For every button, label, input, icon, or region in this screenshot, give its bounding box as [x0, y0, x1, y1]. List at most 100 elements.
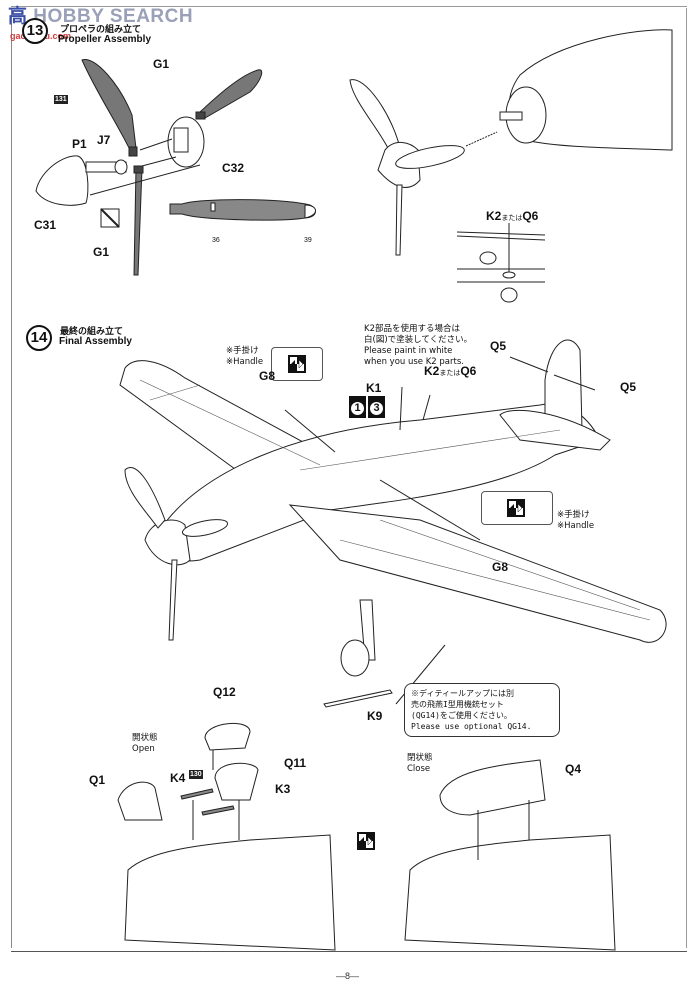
- paint-code-130: 130: [189, 770, 203, 779]
- k2-note-en-line1: Please paint in white: [364, 346, 453, 356]
- horizontal-stabilizer: [499, 409, 611, 451]
- part-label-g1-bottom: G1: [93, 245, 110, 259]
- part-label-q12: Q12: [213, 685, 236, 699]
- open-jp: 開状態: [132, 733, 158, 743]
- propeller-installed-drawing: [349, 79, 498, 256]
- part-label-q5-top: Q5: [490, 339, 507, 353]
- part-label-k4: K4: [170, 771, 186, 785]
- handle-note-right: ※手掛け ※Handle: [557, 510, 594, 532]
- page-number: —8—: [336, 971, 360, 981]
- handle-note-en: ※Handle: [226, 357, 264, 367]
- close-jp: 閉状態: [407, 753, 433, 763]
- watermark-cjk: 高: [8, 5, 28, 27]
- page-frame-top: [11, 6, 687, 7]
- open-en: Open: [132, 744, 155, 754]
- step-13-title-jp: プロペラの組み立て: [60, 25, 142, 35]
- propeller-blade-upper-left: [81, 59, 138, 157]
- panel-detail-drawing: [456, 223, 546, 303]
- part-label-j7: J7: [97, 133, 111, 147]
- propeller-blade-upper-right: [195, 69, 263, 120]
- paint-diagram-blade: [169, 199, 316, 221]
- part-label-k1: K1: [366, 381, 382, 395]
- page-frame-right: [686, 8, 687, 948]
- canopy-arrows: [192, 750, 530, 860]
- paint-code-36: 36: [212, 237, 220, 244]
- state-open-label: 開状態 Open: [132, 733, 158, 755]
- handle-note-jp: ※手掛け: [226, 346, 259, 356]
- prop-blade-top: [124, 467, 166, 529]
- paint-code-1: 1: [351, 402, 364, 415]
- reverse-arrows-icon-right: [507, 499, 525, 517]
- or-jp-label: または: [501, 215, 523, 222]
- part-label-k3: K3: [275, 782, 291, 796]
- alternate-option-icon: [357, 832, 375, 850]
- step-13-number: 13: [22, 18, 48, 44]
- close-en: Close: [407, 764, 431, 774]
- handle-note-jp-right: ※手掛け: [557, 510, 590, 520]
- optional-note-line3: (QG14)をご使用ください。: [411, 711, 512, 720]
- part-label-q1: Q1: [89, 773, 106, 787]
- spinner: [144, 519, 191, 566]
- prop-blade-bottom: [168, 559, 178, 641]
- k2-note-en-line2: when you use K2 parts.: [364, 357, 464, 367]
- part-label-c31: C31: [34, 218, 57, 232]
- q6-label-main: Q6: [460, 364, 477, 378]
- page-frame-bottom: [11, 951, 687, 952]
- fuselage-nose-drawing: [499, 29, 673, 151]
- handle-callout-right: [481, 491, 553, 525]
- no-glue-symbol: [100, 208, 120, 228]
- page-frame-left: [11, 8, 12, 948]
- step-13-title-en: Propeller Assembly: [58, 34, 152, 45]
- part-label-k2-or-q6: K2またはQ6: [424, 364, 476, 378]
- part-label-k9: K9: [367, 709, 383, 723]
- part-label-p1: P1: [72, 137, 87, 151]
- q6-label: Q6: [522, 209, 539, 223]
- part-label-g1-top: G1: [153, 57, 170, 71]
- tail-fin: [544, 339, 583, 441]
- part-label-q5-right: Q5: [620, 380, 637, 394]
- part-label-k2-or-q6-detail: K2またはQ6: [486, 209, 538, 223]
- k9-gun-barrel: [323, 689, 393, 708]
- propeller-blade-lower: [133, 165, 144, 276]
- k2-label-main: K2: [424, 364, 440, 378]
- watermark-brand: HOBBY SEARCH: [33, 6, 194, 27]
- step-14-number: 14: [26, 325, 52, 351]
- paint-code-131: 131: [54, 95, 68, 104]
- part-label-g8-right: G8: [492, 560, 509, 574]
- assembly-arrows: [89, 138, 201, 196]
- handle-note-en-right: ※Handle: [557, 521, 595, 531]
- wing-panel-lines: [139, 379, 651, 621]
- handle-note-left: ※手掛け ※Handle: [226, 346, 263, 368]
- k2-note-jp-line1: K2部品を使用する場合は: [364, 324, 460, 334]
- k2-note-jp-line2: 白(図)で塗装してください。: [364, 335, 473, 345]
- spinner-c31: [35, 155, 128, 206]
- cockpit-open-drawing: [117, 722, 336, 951]
- paint-code-tile-1: 1: [349, 396, 366, 418]
- paint-code-tile-3: 3: [368, 396, 385, 418]
- reverse-arrows-icon: [288, 355, 306, 373]
- optional-note-line4: Please use optional QG14.: [411, 722, 532, 731]
- part-label-q4: Q4: [565, 762, 582, 776]
- step-14-title-en: Final Assembly: [59, 336, 132, 347]
- paint-code-39: 39: [304, 237, 312, 244]
- propeller-hub-c32: [167, 116, 205, 168]
- watermark: 高 HOBBY SEARCH: [8, 1, 193, 28]
- part-label-c32: C32: [222, 161, 245, 175]
- part-label-q11: Q11: [284, 756, 307, 770]
- k2-label: K2: [486, 209, 502, 223]
- paint-code-3: 3: [370, 402, 383, 415]
- state-close-label: 閉状態 Close: [407, 753, 433, 775]
- handle-callout-left: [271, 347, 323, 381]
- optional-note-line1: ※ディティールアップには別: [411, 689, 514, 698]
- k2-paint-note: K2部品を使用する場合は 白(図)で塗装してください。 Please paint…: [364, 324, 472, 368]
- right-wing: [288, 504, 667, 643]
- part-label-g8-left: G8: [259, 369, 276, 383]
- or-jp-label-main: または: [439, 370, 461, 377]
- cockpit-closed-drawing: [404, 759, 616, 951]
- step-14-title-jp: 最終の組み立て: [60, 327, 124, 337]
- optional-parts-note: ※ディティールアップには別 売の飛燕I型用機銃セット (QG14)をご使用くださ…: [404, 683, 560, 737]
- optional-note-line2: 売の飛燕I型用機銃セット: [411, 700, 504, 709]
